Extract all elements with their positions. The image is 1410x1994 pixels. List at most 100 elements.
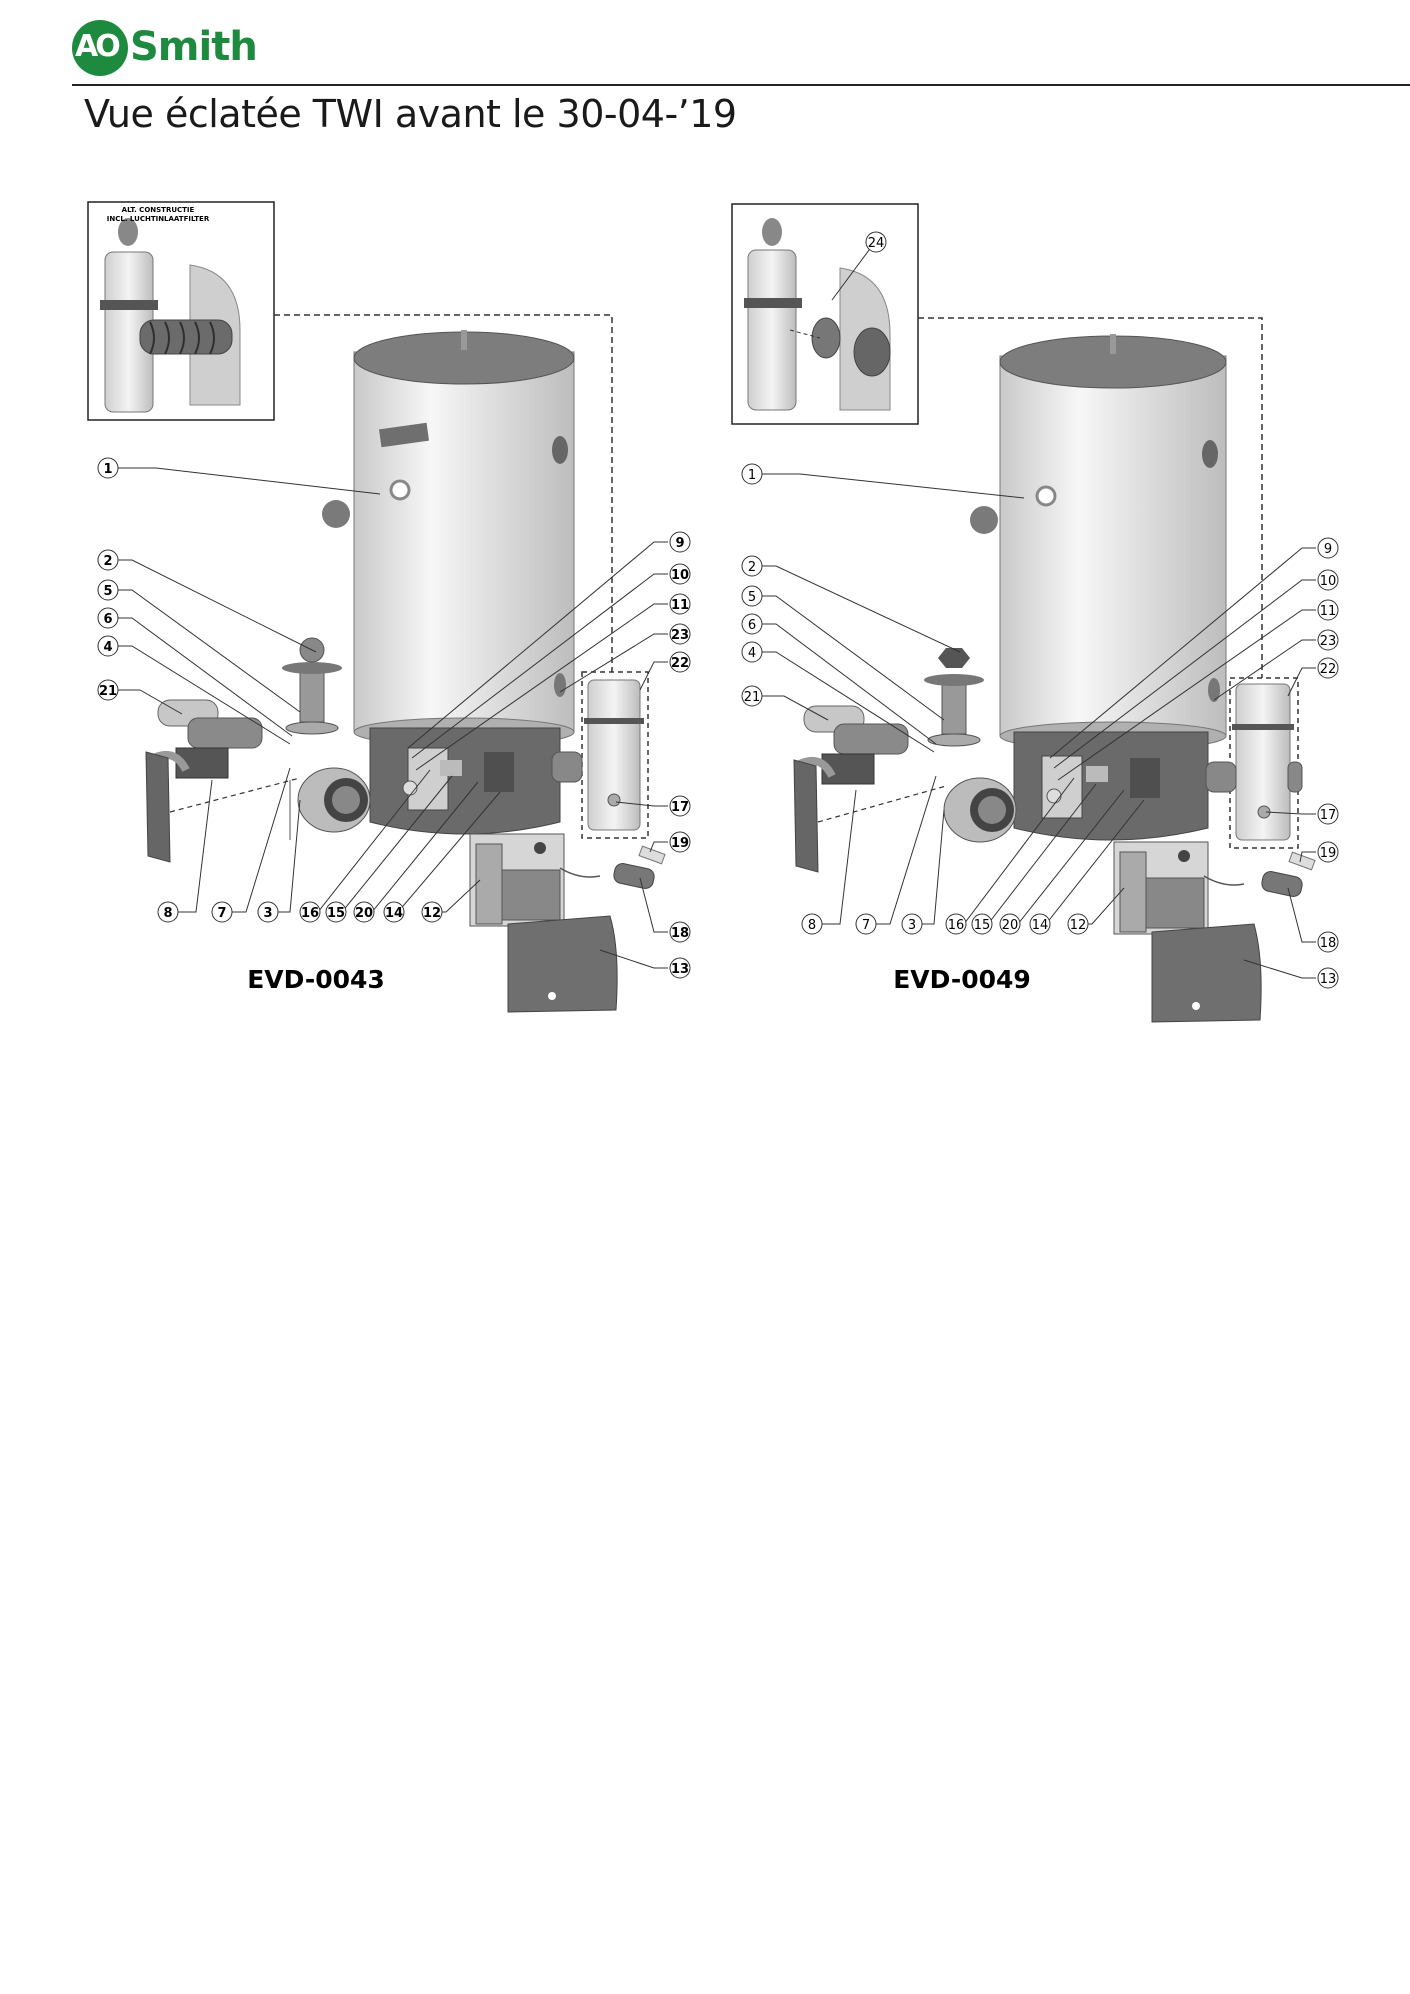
callout-number: 14 bbox=[1032, 918, 1049, 933]
callout-number: 21 bbox=[744, 690, 761, 705]
callout-number: 6 bbox=[103, 612, 112, 627]
callout: 7 bbox=[855, 913, 877, 935]
callout-number: 12 bbox=[423, 906, 441, 921]
callout-number: 10 bbox=[1320, 574, 1337, 589]
callout-number: 21 bbox=[99, 684, 117, 699]
callout: 11 bbox=[1317, 599, 1339, 621]
callout: 16 bbox=[299, 901, 321, 923]
callout: 13 bbox=[1317, 967, 1339, 989]
callout-number: 14 bbox=[385, 906, 403, 921]
callout: 8 bbox=[801, 913, 823, 935]
callout: 23 bbox=[669, 623, 691, 645]
callout-number: 11 bbox=[1320, 604, 1337, 619]
callout: 19 bbox=[669, 831, 691, 853]
callout-number: 12 bbox=[1070, 918, 1087, 933]
callouts: 1 2 5 6 4 21 9 10 11 23 22 17 19 18 13 8… bbox=[97, 457, 691, 979]
water-heater-tank bbox=[322, 330, 575, 747]
callout: 3 bbox=[257, 901, 279, 923]
callout-number: 22 bbox=[671, 656, 689, 671]
callout-number: 4 bbox=[103, 640, 112, 655]
callout-number: 23 bbox=[1320, 634, 1337, 649]
ao-smith-logo: AO Smith bbox=[72, 16, 262, 78]
control-board bbox=[1113, 841, 1316, 935]
inset-note-line-1: ALT. CONSTRUCTIE bbox=[122, 206, 195, 214]
callout-number: 6 bbox=[748, 618, 756, 633]
control-board bbox=[469, 833, 666, 927]
callout: 12 bbox=[421, 901, 443, 923]
callouts: 1 2 5 6 4 21 9 10 11 23 22 17 19 18 13 8… bbox=[741, 463, 1339, 989]
callout: 6 bbox=[741, 613, 763, 635]
callout: 16 bbox=[945, 913, 967, 935]
callout: 4 bbox=[741, 641, 763, 663]
callout-number: 13 bbox=[671, 962, 689, 977]
callout-number: 22 bbox=[1320, 662, 1337, 677]
callout: 15 bbox=[971, 913, 993, 935]
callout: 18 bbox=[1317, 931, 1339, 953]
callout: 1 bbox=[741, 463, 763, 485]
callout-number: 9 bbox=[675, 536, 684, 551]
burner-base bbox=[1013, 731, 1209, 841]
callout: 5 bbox=[97, 579, 119, 601]
callout-number: 7 bbox=[217, 906, 226, 921]
callout-number: 7 bbox=[862, 918, 870, 933]
callout: 20 bbox=[353, 901, 375, 923]
gas-valve-fan-assembly bbox=[793, 648, 1017, 843]
callout-number: 18 bbox=[671, 926, 689, 941]
front-cover bbox=[1151, 923, 1262, 1023]
callout-number: 1 bbox=[103, 462, 112, 477]
front-cover bbox=[507, 915, 618, 1013]
callout: 2 bbox=[741, 555, 763, 577]
callout: 22 bbox=[669, 651, 691, 673]
burner-base bbox=[369, 727, 561, 835]
page-title: Vue éclatée TWI avant le 30-04-’19 bbox=[84, 92, 737, 136]
callout: 12 bbox=[1067, 913, 1089, 935]
callout-number: 4 bbox=[748, 646, 756, 661]
callout: 24 bbox=[865, 231, 887, 253]
callout-number: 2 bbox=[103, 554, 112, 569]
callout: 15 bbox=[325, 901, 347, 923]
callout-number: 18 bbox=[1320, 936, 1337, 951]
logo-smith-text: Smith bbox=[130, 24, 258, 70]
callout: 9 bbox=[1317, 537, 1339, 559]
callout-number: 19 bbox=[671, 836, 689, 851]
side-panel bbox=[145, 751, 171, 863]
callout: 6 bbox=[97, 607, 119, 629]
callout-number: 3 bbox=[263, 906, 272, 921]
callout: 1 bbox=[97, 457, 119, 479]
flue-assembly bbox=[551, 671, 649, 839]
callout: 8 bbox=[157, 901, 179, 923]
callout-number: 1 bbox=[748, 468, 756, 483]
callout-number: 10 bbox=[671, 568, 689, 583]
water-heater-tank bbox=[970, 334, 1227, 751]
callout: 2 bbox=[97, 549, 119, 571]
callout: 20 bbox=[999, 913, 1021, 935]
callout: 23 bbox=[1317, 629, 1339, 651]
callout-number: 20 bbox=[1002, 918, 1019, 933]
callout-number: 11 bbox=[671, 598, 689, 613]
diagram-evd-0049: 24 bbox=[731, 203, 1339, 1023]
callout: 14 bbox=[383, 901, 405, 923]
callout: 7 bbox=[211, 901, 233, 923]
model-label: EVD-0043 bbox=[247, 965, 385, 994]
callout-number: 15 bbox=[974, 918, 991, 933]
callout-number: 15 bbox=[327, 906, 345, 921]
callout-number: 9 bbox=[1324, 542, 1332, 557]
callout-number: 5 bbox=[748, 590, 756, 605]
callout: 9 bbox=[669, 531, 691, 553]
flue-assembly bbox=[1205, 677, 1303, 849]
callout: 4 bbox=[97, 635, 119, 657]
inset-box: ALT. CONSTRUCTIE INCL. LUCHTINLAATFILTER bbox=[87, 201, 275, 421]
callout-number: 24 bbox=[868, 236, 885, 251]
side-panel bbox=[793, 759, 819, 873]
callout-number: 3 bbox=[908, 918, 916, 933]
callout: 17 bbox=[669, 795, 691, 817]
callout-number: 16 bbox=[948, 918, 965, 933]
callout-number: 13 bbox=[1320, 972, 1337, 987]
callout: 21 bbox=[97, 679, 119, 701]
diagram-evd-0043: ALT. CONSTRUCTIE INCL. LUCHTINLAATFILTER bbox=[87, 201, 691, 1013]
callout-number: 8 bbox=[163, 906, 172, 921]
callout: 5 bbox=[741, 585, 763, 607]
callout-number: 5 bbox=[103, 584, 112, 599]
callout-number: 17 bbox=[671, 800, 689, 815]
